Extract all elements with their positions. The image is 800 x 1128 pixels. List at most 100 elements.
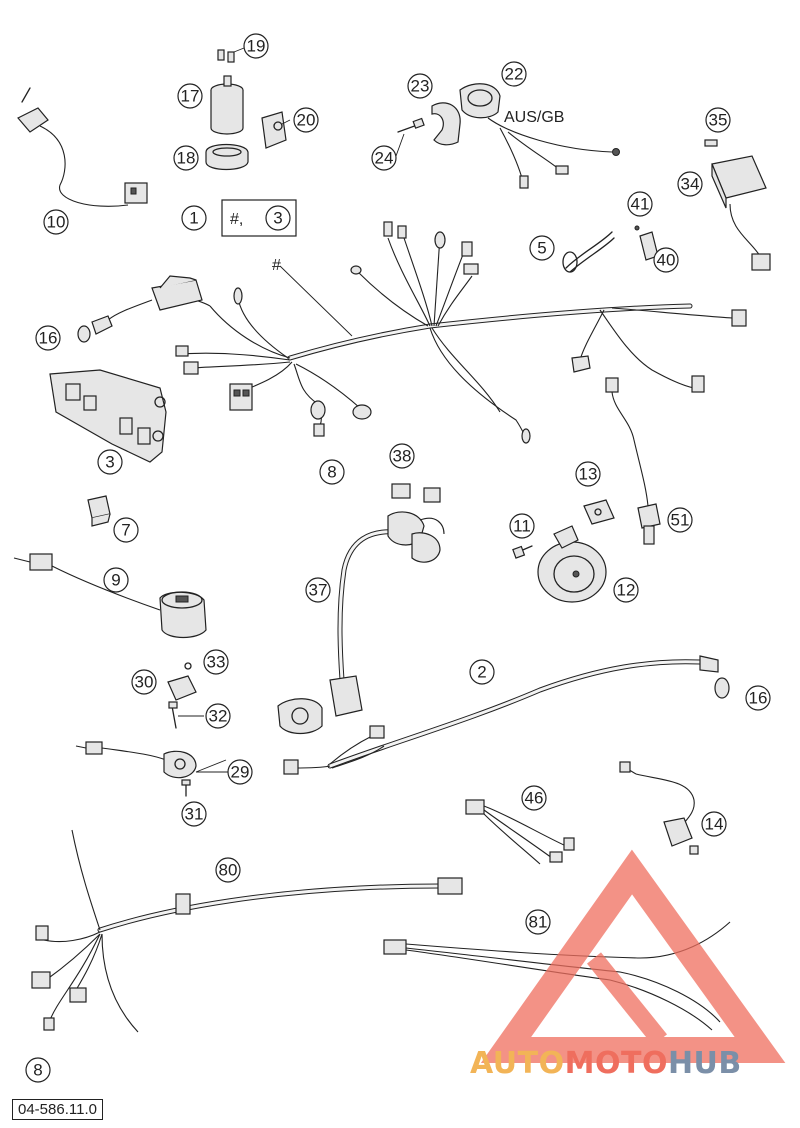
svg-text:20: 20 xyxy=(297,111,316,130)
part-12-horn xyxy=(537,525,607,603)
callout-9: 9 xyxy=(103,567,129,593)
callout-5: 5 xyxy=(529,235,555,261)
part-31-screw xyxy=(181,779,191,797)
svg-text:19: 19 xyxy=(247,37,266,56)
region-variant-label: AUS/GB xyxy=(504,109,564,126)
part-80-harness xyxy=(31,829,463,1033)
svg-text:41: 41 xyxy=(631,195,650,214)
callout-2: 2 xyxy=(469,659,495,685)
callout-81: 81 xyxy=(525,909,551,935)
part-32-screw xyxy=(168,701,178,729)
callout-41: 41 xyxy=(627,191,653,217)
svg-text:12: 12 xyxy=(617,581,636,600)
callout-29: 29 xyxy=(227,759,253,785)
svg-text:8: 8 xyxy=(327,463,336,482)
svg-text:2: 2 xyxy=(477,663,486,682)
callout-12: 12 xyxy=(613,577,639,603)
main-wiring-harness xyxy=(77,221,747,444)
callout-20: 20 xyxy=(293,107,319,133)
callout-35: 35 xyxy=(705,107,731,133)
part-18-sleeve xyxy=(205,143,249,171)
part-46-adapter-cable xyxy=(465,799,575,865)
callout-23: 23 xyxy=(407,73,433,99)
svg-text:14: 14 xyxy=(705,815,724,834)
svg-text:23: 23 xyxy=(411,77,430,96)
svg-text:16: 16 xyxy=(749,689,768,708)
callout-16-right: 16 xyxy=(745,685,771,711)
watermark-text-moto: MOTO xyxy=(564,1046,668,1081)
reference-code: 04-586.11.0 xyxy=(12,1099,103,1120)
svg-text:5: 5 xyxy=(537,239,546,258)
part-29-switch xyxy=(75,741,197,779)
part-35-screw xyxy=(704,139,718,147)
part-34-regulator xyxy=(711,155,771,271)
callout-31: 31 xyxy=(181,801,207,827)
watermark-text: AUTOMOTOHUB xyxy=(470,1046,742,1081)
svg-text:34: 34 xyxy=(681,175,700,194)
callout-3: 3 xyxy=(97,449,123,475)
svg-text:18: 18 xyxy=(177,149,196,168)
callout-24: 24 xyxy=(371,145,397,171)
svg-text:81: 81 xyxy=(529,913,548,932)
part-14-switch xyxy=(619,761,699,855)
callout-32: 32 xyxy=(205,703,231,729)
svg-text:35: 35 xyxy=(709,111,728,130)
part-9-ignition-switch xyxy=(13,553,207,639)
kit-label-box xyxy=(221,199,297,237)
part-3-bracket xyxy=(49,369,167,463)
part-7-relay xyxy=(87,495,111,527)
svg-text:33: 33 xyxy=(207,653,226,672)
callout-17: 17 xyxy=(177,83,203,109)
svg-text:80: 80 xyxy=(219,861,238,880)
callout-13: 13 xyxy=(575,461,601,487)
part-2-rear-harness xyxy=(283,655,730,775)
part-19-screws xyxy=(217,49,235,63)
svg-text:16: 16 xyxy=(39,329,58,348)
svg-text:13: 13 xyxy=(579,465,598,484)
kit-marker: #, xyxy=(230,211,243,228)
part-10-switch xyxy=(17,87,148,207)
part-8-bulb xyxy=(313,423,325,437)
callout-30: 30 xyxy=(131,669,157,695)
svg-text:32: 32 xyxy=(209,707,228,726)
part-22-switch-housing xyxy=(459,83,620,189)
callout-8-top: 8 xyxy=(319,459,345,485)
callout-51: 51 xyxy=(667,507,693,533)
svg-text:3: 3 xyxy=(273,209,282,228)
svg-text:11: 11 xyxy=(513,517,531,536)
svg-text:46: 46 xyxy=(525,789,544,808)
callout-19: 19 xyxy=(243,33,269,59)
svg-text:51: 51 xyxy=(671,511,690,530)
callout-8-bottom: 8 xyxy=(25,1057,51,1083)
callout-38: 38 xyxy=(389,443,415,469)
svg-text:40: 40 xyxy=(657,251,676,270)
svg-text:17: 17 xyxy=(181,87,200,106)
part-37-coil-lead xyxy=(277,511,445,735)
callout-10: 10 xyxy=(43,209,69,235)
watermark-text-hub: HUB xyxy=(667,1046,742,1081)
callout-16-top: 16 xyxy=(35,325,61,351)
part-20-bracket xyxy=(261,111,287,149)
svg-text:29: 29 xyxy=(231,763,250,782)
svg-text:37: 37 xyxy=(309,581,328,600)
callout-37: 37 xyxy=(305,577,331,603)
part-11-screw xyxy=(512,545,533,559)
svg-text:31: 31 xyxy=(185,805,204,824)
part-81-harness xyxy=(383,921,731,1031)
callout-3-kit: 3 xyxy=(265,205,291,231)
callout-7: 7 xyxy=(113,517,139,543)
callout-22: 22 xyxy=(501,61,527,87)
callout-46: 46 xyxy=(521,785,547,811)
callout-33: 33 xyxy=(203,649,229,675)
part-17-capacitor xyxy=(210,75,244,135)
part-5-cable-tie xyxy=(562,231,615,273)
svg-text:7: 7 xyxy=(121,521,130,540)
svg-text:9: 9 xyxy=(111,571,120,590)
svg-text:10: 10 xyxy=(47,213,66,232)
part-51-sensor xyxy=(605,377,661,545)
callout-1: 1 xyxy=(181,205,207,231)
part-13-bracket xyxy=(583,499,615,525)
part-41-screw xyxy=(634,225,640,231)
callout-80: 80 xyxy=(215,857,241,883)
